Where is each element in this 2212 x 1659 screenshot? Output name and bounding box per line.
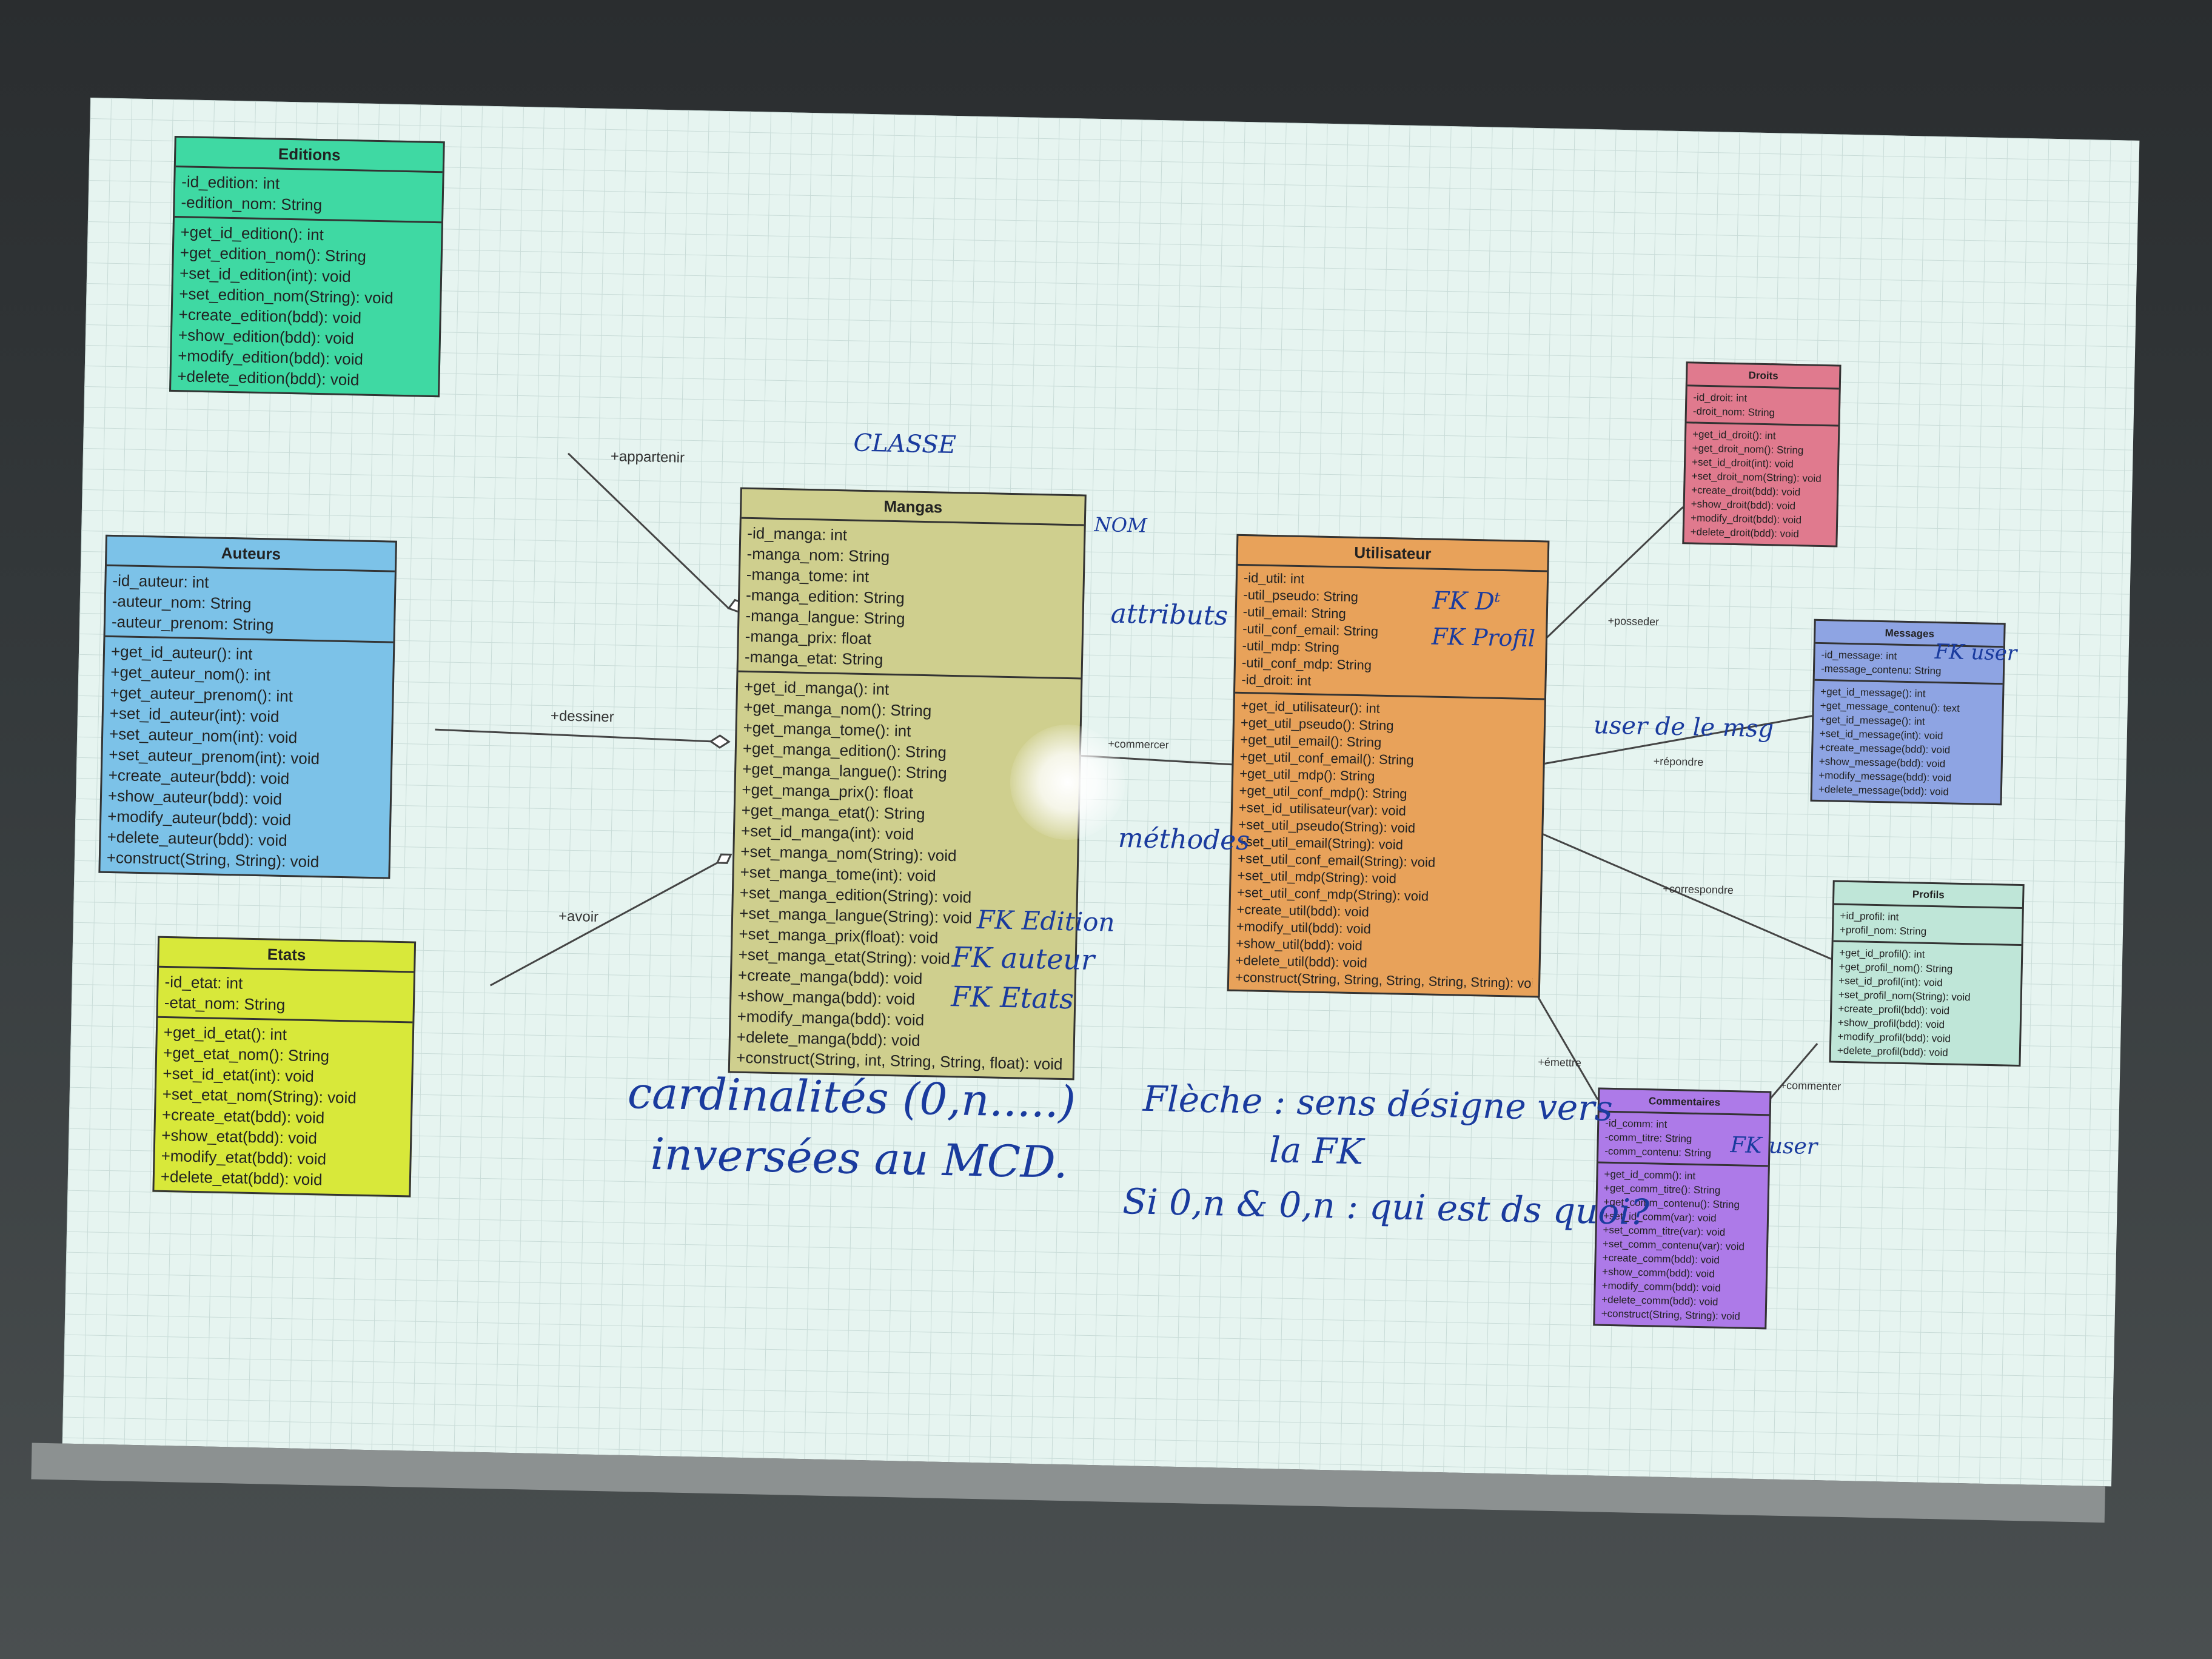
annotation-fk-profil: FK Profil bbox=[1431, 623, 1536, 652]
relation-label-correspondre: +correspondre bbox=[1663, 882, 1734, 897]
class-methods: +get_id_etat(): int+get_etat_nom(): Stri… bbox=[154, 1018, 412, 1196]
class-auteurs: Auteurs -id_auteur: int-auteur_nom: Stri… bbox=[98, 534, 397, 879]
class-attributes: -id_manga: int-manga_nom: String-manga_t… bbox=[738, 518, 1084, 680]
class-member: -droit_nom: String bbox=[1692, 405, 1775, 419]
line-appartenir bbox=[567, 452, 729, 609]
line-posseder bbox=[1533, 506, 1684, 651]
line-dessiner bbox=[435, 728, 711, 743]
class-profils: Profils +id_profil: int+profil_nom: Stri… bbox=[1829, 880, 2025, 1067]
line-correspondre bbox=[1536, 830, 1832, 960]
annotation-methodes: méthodes bbox=[1118, 822, 1250, 857]
class-member: +delete_droit(bdd): void bbox=[1690, 526, 1799, 540]
class-title: Commentaires bbox=[1599, 1089, 1770, 1116]
class-attributes: -id_droit: int-droit_nom: String bbox=[1686, 386, 1839, 427]
annotation-fk-droit: FK Dᵗ bbox=[1432, 586, 1501, 616]
annotation-attributs: attributs bbox=[1110, 598, 1228, 632]
annotation-user-msg: user de le msg bbox=[1593, 711, 1774, 743]
diamond-avoir bbox=[716, 853, 732, 864]
class-attributes: -id_auteur: int-auteur_nom: String-auteu… bbox=[105, 566, 395, 643]
class-title: Profils bbox=[1834, 882, 2023, 910]
class-member: +delete_message(bdd): void bbox=[1818, 783, 1949, 798]
line-repondre bbox=[1538, 715, 1812, 766]
annotation-nom: NOM bbox=[1094, 512, 1148, 537]
annotation-cardinalites-2: inversées au MCD. bbox=[649, 1128, 1068, 1188]
class-methods: +get_id_manga(): int+get_manga_nom(): St… bbox=[730, 672, 1081, 1079]
relation-label-emettre: +émettre bbox=[1538, 1056, 1582, 1069]
class-editions: Editions -id_edition: int-edition_nom: S… bbox=[169, 135, 445, 398]
annotation-fk-user-messages: FK user bbox=[1934, 639, 2017, 666]
annotation-fk-user-comm: FK user bbox=[1730, 1133, 1818, 1160]
class-member: +construct(String, String): void bbox=[1601, 1307, 1740, 1322]
diamond-dessiner bbox=[709, 734, 731, 749]
relation-label-dessiner: +dessiner bbox=[550, 708, 614, 726]
relation-label-avoir: +avoir bbox=[558, 908, 599, 925]
class-droits: Droits -id_droit: int-droit_nom: String … bbox=[1682, 361, 1842, 548]
line-avoir bbox=[489, 862, 718, 987]
class-attributes: +id_profil: int+profil_nom: String bbox=[1833, 905, 2022, 947]
class-methods: +get_id_auteur(): int+get_auteur_nom(): … bbox=[100, 637, 393, 877]
annotation-fk-etats: FK Etats bbox=[950, 980, 1074, 1016]
relation-label-commenter: +commenter bbox=[1780, 1079, 1842, 1093]
class-title: Droits bbox=[1687, 363, 1840, 390]
class-methods: +get_id_profil(): int+get_profil_nom(): … bbox=[1831, 942, 2022, 1065]
class-member: +profil_nom: String bbox=[1839, 923, 1927, 937]
projection-board: Editions -id_edition: int-edition_nom: S… bbox=[31, 73, 2140, 1523]
line-emettre bbox=[1532, 988, 1599, 1101]
class-methods: +get_id_droit(): int+get_droit_nom(): St… bbox=[1684, 423, 1838, 545]
relation-label-repondre: +répondre bbox=[1653, 755, 1704, 768]
class-methods: +get_id_utilisateur(): int+get_util_pseu… bbox=[1229, 694, 1544, 996]
class-title: Etats bbox=[159, 937, 415, 973]
relation-label-commercer: +commercer bbox=[1107, 737, 1169, 751]
annotation-fk-edition: FK Edition bbox=[976, 904, 1116, 937]
annotation-classe: CLASSE bbox=[853, 429, 957, 460]
class-methods: +get_id_message(): int+get_message_conte… bbox=[1812, 681, 2003, 803]
class-methods: +get_id_comm(): int+get_comm_titre(): St… bbox=[1595, 1164, 1768, 1328]
relation-label-appartenir: +appartenir bbox=[610, 448, 685, 466]
class-methods: +get_id_edition(): int+get_edition_nom()… bbox=[171, 218, 441, 395]
annotation-fk-auteur: FK auteur bbox=[951, 940, 1095, 977]
class-utilisateur: Utilisateur -id_util: int-util_pseudo: S… bbox=[1227, 534, 1550, 998]
class-attributes: -id_edition: int-edition_nom: String bbox=[175, 167, 443, 224]
annotation-cardinalites-1: cardinalités (0,n.....) bbox=[627, 1067, 1076, 1128]
annotation-fleche-2: la FK bbox=[1269, 1129, 1364, 1173]
relation-label-posseder: +posseder bbox=[1607, 614, 1660, 628]
class-member: +delete_etat(bdd): void bbox=[160, 1167, 323, 1189]
projected-screen: Editions -id_edition: int-edition_nom: S… bbox=[62, 98, 2140, 1487]
class-member: +delete_profil(bdd): void bbox=[1837, 1044, 1948, 1059]
class-etats: Etats -id_etat: int-etat_nom: String +ge… bbox=[152, 936, 417, 1198]
class-member: -etat_nom: String bbox=[164, 993, 286, 1014]
class-attributes: -id_etat: int-etat_nom: String bbox=[158, 967, 414, 1024]
